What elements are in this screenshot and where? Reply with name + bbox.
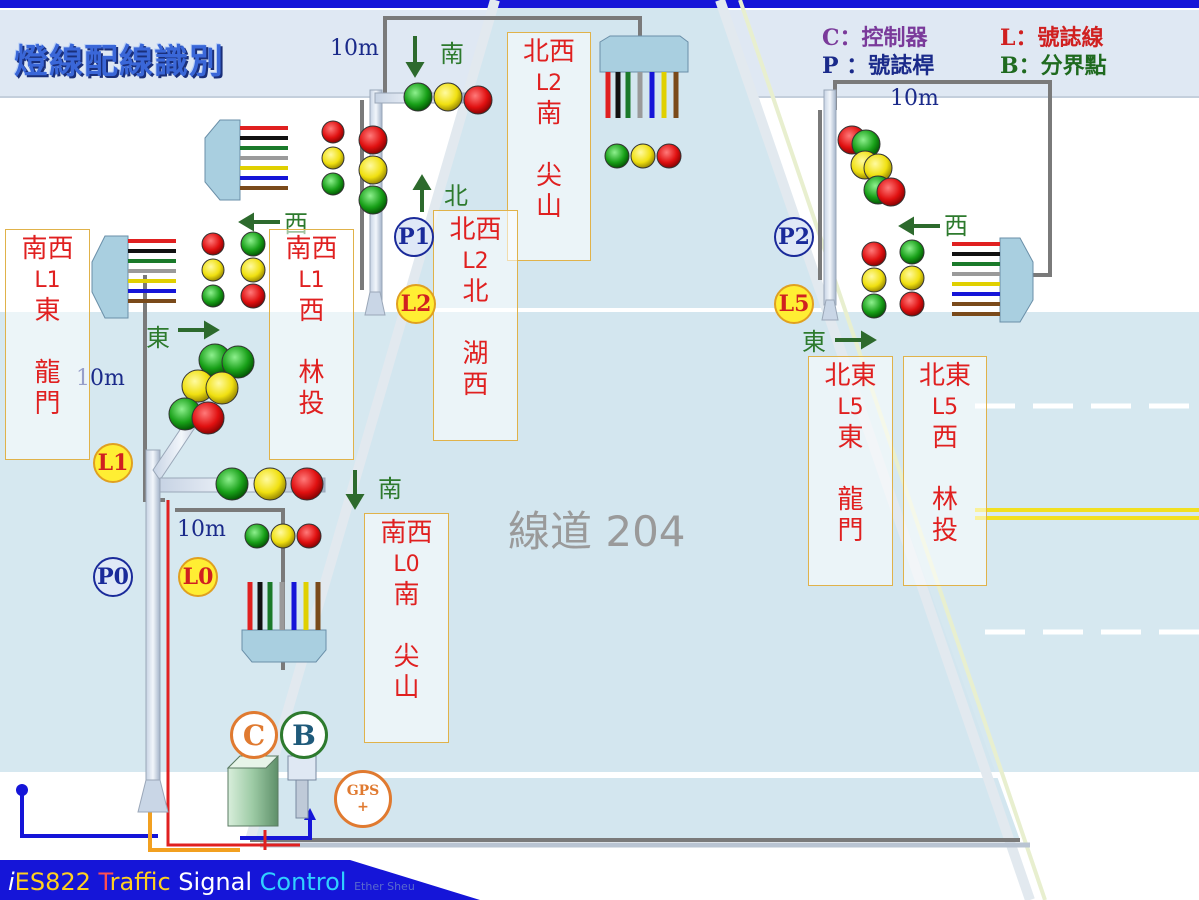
- distance-top-left: 10m: [330, 36, 379, 61]
- road-label: 線道 204: [508, 507, 686, 556]
- legend-boundary: B：分界點: [1000, 53, 1107, 79]
- legend-line: L：號誌線: [1000, 25, 1104, 51]
- signal-head-p1-vertical: [321, 120, 388, 215]
- line-badge-l5: L5: [774, 284, 814, 324]
- gps-plus: +: [357, 799, 369, 815]
- direction-south-bottom: 南: [378, 475, 402, 503]
- controller-cabinet: [226, 755, 280, 827]
- pole-badge-p2: P2: [774, 217, 814, 257]
- signal-head-p1-top: [403, 82, 493, 115]
- connector-top-right: [599, 35, 689, 118]
- gps-badge: GPS +: [334, 770, 392, 828]
- signal-head-p2-west: [861, 239, 925, 319]
- signal-head-p0-small: [244, 523, 322, 549]
- footer-band: [0, 860, 480, 900]
- direction-west-right: 西: [944, 212, 968, 240]
- page-title: 燈線配線識別: [14, 42, 224, 82]
- connector-top-left: [204, 119, 288, 201]
- direction-north: 北: [444, 182, 468, 210]
- line-badge-l0: L0: [178, 557, 218, 597]
- pole-badge-p0: P0: [93, 557, 133, 597]
- signal-head-p2-diagonal: [837, 125, 906, 207]
- controller-badge: C: [230, 711, 278, 759]
- connector-mid-left: [91, 235, 176, 319]
- boundary-box: [287, 755, 317, 819]
- footer-title: iES822 Traffic Signal Control Ether Sheu: [8, 868, 415, 896]
- pole-badge-p1: P1: [394, 217, 434, 257]
- distance-top-right: 10m: [890, 86, 939, 111]
- legend-pole: P ：號誌桿: [822, 53, 935, 79]
- signal-head-p0-arm: [215, 467, 324, 501]
- signal-head-p1-west: [201, 231, 266, 309]
- direction-east-left: 東: [146, 324, 170, 352]
- gps-label: GPS: [346, 783, 380, 799]
- boundary-badge: B: [280, 711, 328, 759]
- direction-south-top: 南: [440, 40, 464, 68]
- line-badge-l1: L1: [93, 443, 133, 483]
- legend-controller: C：控制器: [822, 25, 928, 51]
- pole-p2: [821, 89, 839, 321]
- signal-head-p0-diagonal: [168, 343, 255, 435]
- connector-bottom: [241, 582, 327, 663]
- connector-right: [952, 237, 1034, 323]
- line-badge-l2: L2: [396, 284, 436, 324]
- direction-east-right: 東: [802, 328, 826, 356]
- distance-bottom-left: 10m: [177, 517, 226, 542]
- signal-head-top-right: [604, 143, 682, 169]
